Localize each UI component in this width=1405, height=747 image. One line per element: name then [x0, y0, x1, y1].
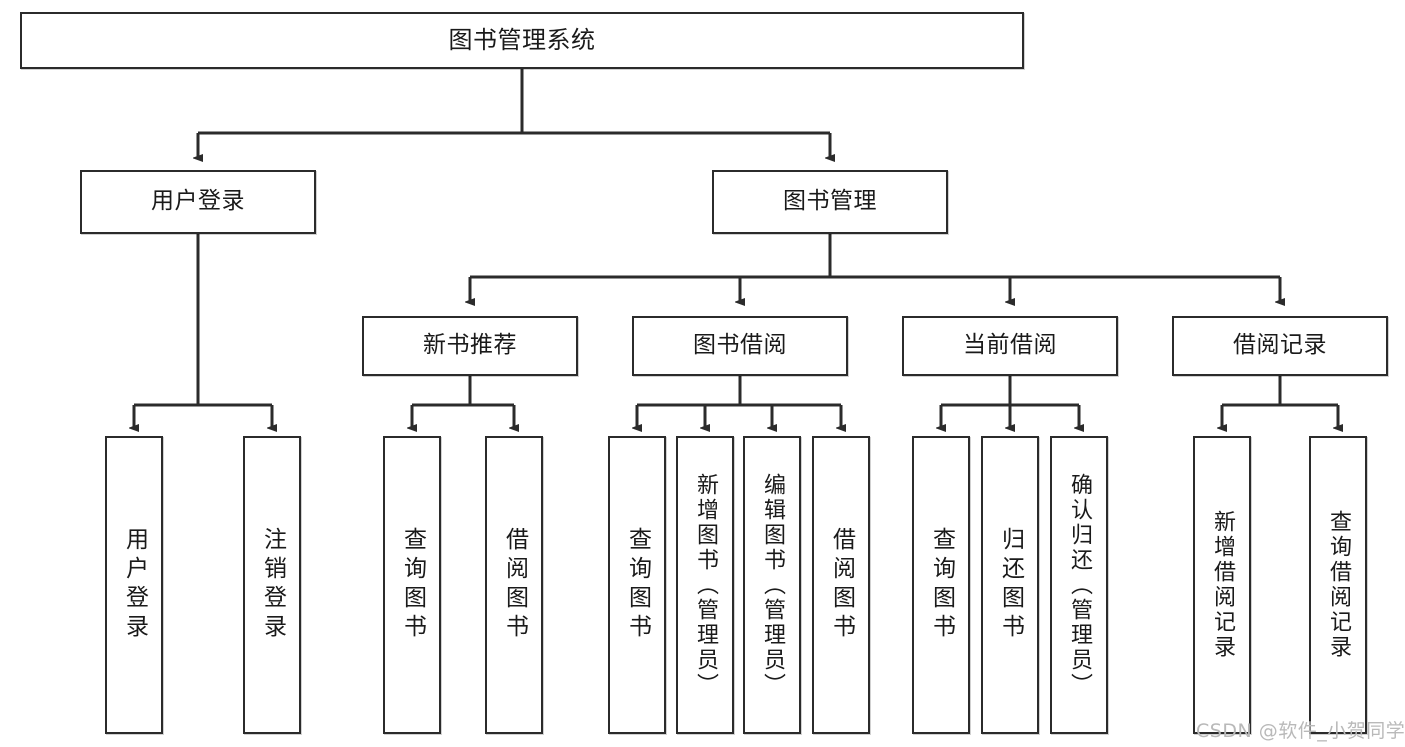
leaf-borrow-add-book-admin[interactable]: 新增图书（管理员）: [676, 436, 734, 734]
leaf-user-logout[interactable]: 注销登录: [243, 436, 301, 734]
node-book-management[interactable]: 图书管理: [712, 170, 948, 234]
node-label: 归还图书: [997, 527, 1024, 643]
leaf-user-login[interactable]: 用户登录: [105, 436, 163, 734]
node-label: 当前借阅: [963, 332, 1057, 359]
leaf-borrow-borrow-book[interactable]: 借阅图书: [812, 436, 870, 734]
leaf-recommend-query-book[interactable]: 查询图书: [383, 436, 441, 734]
node-label: 查询借阅记录: [1326, 510, 1351, 660]
leaf-borrow-edit-book-admin[interactable]: 编辑图书（管理员）: [743, 436, 801, 734]
leaf-borrow-query-book[interactable]: 查询图书: [608, 436, 666, 734]
leaf-record-add-record[interactable]: 新增借阅记录: [1193, 436, 1251, 734]
node-label: 借阅记录: [1233, 332, 1327, 359]
node-label: 图书借阅: [693, 332, 787, 359]
node-label: 用户登录: [121, 527, 148, 643]
node-label: 注销登录: [259, 527, 286, 643]
node-label: 新增图书（管理员）: [693, 472, 718, 698]
leaf-current-query-book[interactable]: 查询图书: [912, 436, 970, 734]
node-label: 新增借阅记录: [1210, 510, 1235, 660]
leaf-current-confirm-return-admin[interactable]: 确认归还（管理员）: [1050, 436, 1108, 734]
leaf-record-query-record[interactable]: 查询借阅记录: [1309, 436, 1367, 734]
node-user-login[interactable]: 用户登录: [80, 170, 316, 234]
node-label: 图书管理系统: [448, 26, 596, 55]
node-label: 编辑图书（管理员）: [760, 472, 785, 698]
node-current-borrow[interactable]: 当前借阅: [902, 316, 1118, 376]
node-label: 借阅图书: [828, 527, 855, 643]
node-label: 查询图书: [624, 527, 651, 643]
node-label: 图书管理: [783, 188, 877, 215]
node-label: 用户登录: [151, 188, 245, 215]
csdn-watermark: CSDN @软件_小贺同学: [1196, 720, 1405, 742]
node-borrow-record[interactable]: 借阅记录: [1172, 316, 1388, 376]
node-new-book-recommend[interactable]: 新书推荐: [362, 316, 578, 376]
node-root-system[interactable]: 图书管理系统: [20, 12, 1024, 69]
node-label: 新书推荐: [423, 332, 517, 359]
leaf-current-return-book[interactable]: 归还图书: [981, 436, 1039, 734]
node-label: 确认归还（管理员）: [1067, 472, 1092, 698]
node-label: 借阅图书: [501, 527, 528, 643]
node-label: 查询图书: [399, 527, 426, 643]
node-book-borrow[interactable]: 图书借阅: [632, 316, 848, 376]
leaf-recommend-borrow-book[interactable]: 借阅图书: [485, 436, 543, 734]
node-label: 查询图书: [928, 527, 955, 643]
